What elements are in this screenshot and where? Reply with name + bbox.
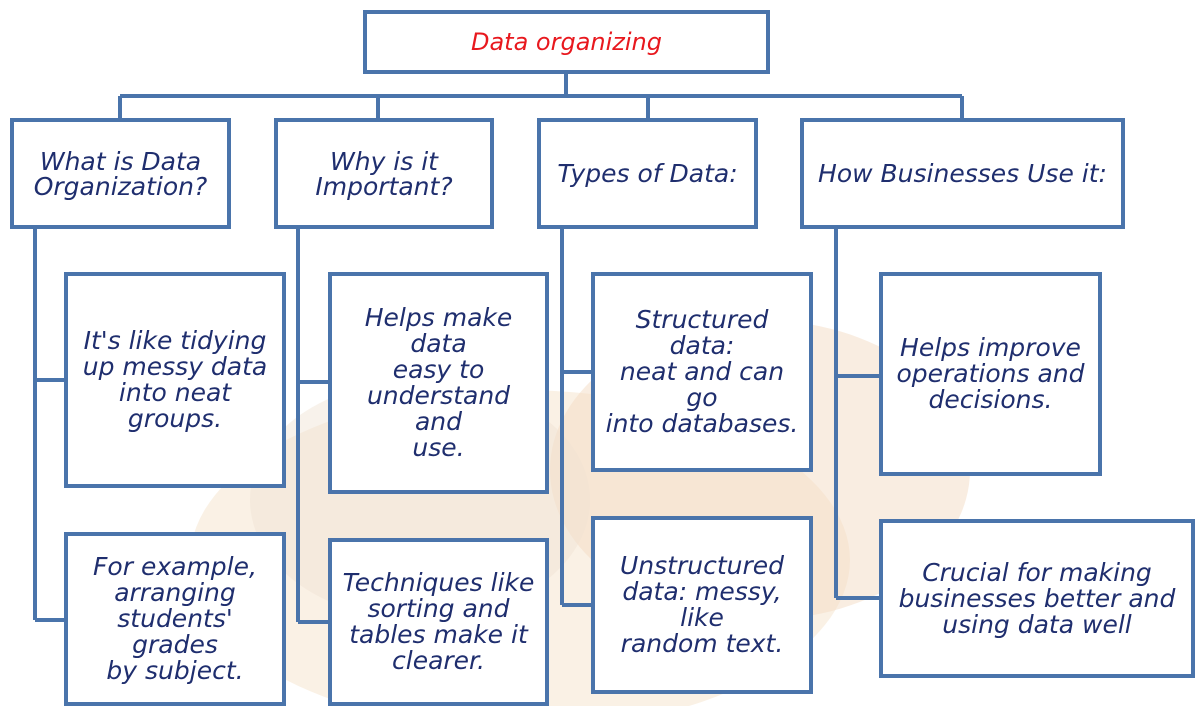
detail-example-grades: For example, arranging students' grades … [64,532,286,706]
category-what-is-data-organization: What is Data Organization? [10,118,231,229]
detail-sorting-tables: Techniques like sorting and tables make … [328,538,549,706]
detail-text: Helps make data easy to understand and u… [364,303,513,462]
detail-crucial-for-business: Crucial for making businesses better and… [879,519,1195,678]
detail-tidying-data: It's like tidying up messy data into nea… [64,272,286,488]
detail-text: Crucial for making businesses better and… [898,557,1176,639]
category-label: Why is it Important? [315,146,453,201]
detail-text: Techniques like sorting and tables make … [342,568,535,675]
detail-text: Structured data: neat and can go into da… [605,305,799,438]
root-node: Data organizing [363,10,770,74]
detail-text: Unstructured data: messy, like random te… [619,551,784,658]
detail-text: It's like tidying up messy data into nea… [82,326,268,433]
category-how-businesses-use-it: How Businesses Use it: [800,118,1125,229]
detail-text: For example, arranging students' grades … [93,552,257,685]
detail-improve-operations: Helps improve operations and decisions. [879,272,1102,476]
root-label: Data organizing [470,28,662,56]
detail-unstructured-data: Unstructured data: messy, like random te… [591,516,813,694]
category-label: Types of Data: [557,159,738,188]
category-label: How Businesses Use it: [818,159,1107,188]
category-types-of-data: Types of Data: [537,118,758,229]
detail-easy-to-understand: Helps make data easy to understand and u… [328,272,549,494]
detail-structured-data: Structured data: neat and can go into da… [591,272,813,472]
detail-text: Helps improve operations and decisions. [896,333,1085,414]
category-label: What is Data Organization? [33,146,208,201]
category-why-is-it-important: Why is it Important? [274,118,494,229]
